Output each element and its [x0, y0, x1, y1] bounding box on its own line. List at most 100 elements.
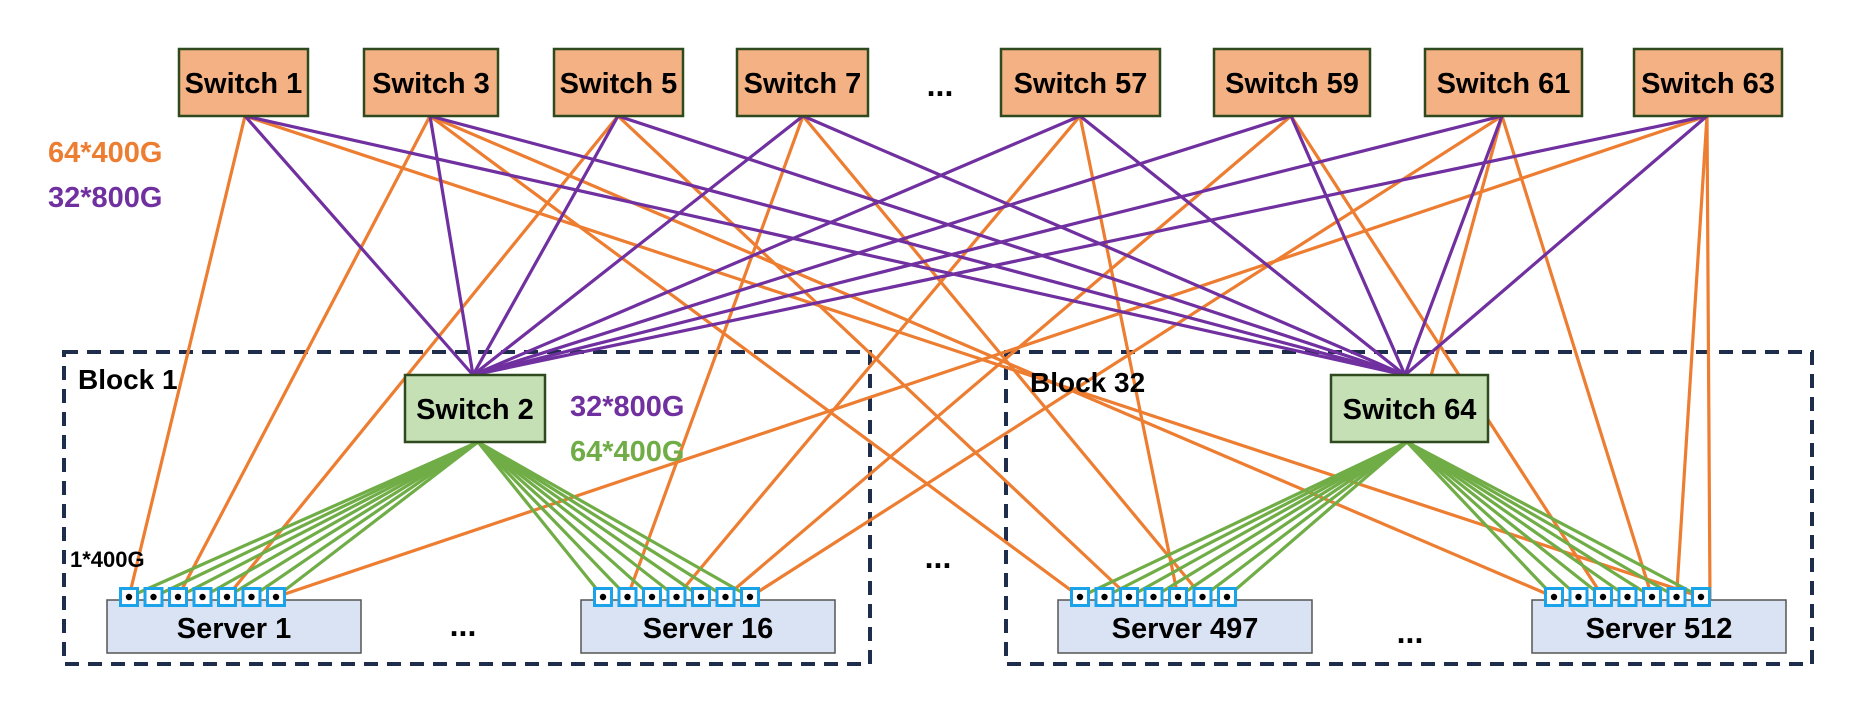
server-port-dot — [1101, 593, 1108, 601]
server-port-dot — [199, 593, 206, 601]
spine-leaf-link — [471, 114, 1504, 377]
server-port-dot — [673, 593, 680, 601]
server-497-label: Server 497 — [1112, 613, 1259, 645]
spine-server-link — [274, 114, 1709, 599]
server-port-dot — [648, 593, 656, 601]
spine-server-link — [616, 114, 1131, 599]
server-port-dot — [1199, 593, 1206, 601]
server-port-dot — [1575, 593, 1582, 601]
spine-switch-57-label: Switch 57 — [1014, 68, 1148, 100]
leaf-server-link — [1405, 440, 1630, 599]
server-497: Server 497 — [1057, 599, 1313, 654]
spine-switch-5: Switch 5 — [552, 47, 685, 118]
server-512: Server 512 — [1531, 599, 1787, 654]
leaf-server-link — [1225, 440, 1409, 599]
spine-ellipsis: ... — [927, 67, 954, 103]
port-speed-label: 1*400G — [70, 547, 145, 572]
leaf-server-link — [249, 440, 480, 599]
leaf-server-link — [225, 440, 480, 599]
server-16: Server 16 — [580, 599, 836, 654]
server-512-label: Server 512 — [1586, 613, 1733, 645]
server-port-dot — [150, 593, 157, 601]
spine-server-link — [801, 114, 1205, 599]
spine-server-link — [1705, 114, 1712, 602]
server-port-dot — [1125, 593, 1133, 601]
server-port-dot — [746, 593, 754, 601]
spine-leaf-link — [1289, 114, 1407, 377]
server-1: Server 1 — [106, 599, 362, 654]
spine-leaf-link — [471, 114, 1293, 377]
spine-leaf-link — [801, 114, 1407, 377]
leaf-server-link — [1405, 440, 1556, 599]
block-32-title: Block 32 — [1030, 367, 1145, 398]
server-port-dot — [1150, 593, 1157, 601]
leaf-server-link — [476, 440, 679, 599]
spine-leaf-link — [1078, 114, 1407, 377]
server-port-dot — [248, 593, 255, 601]
spine-server-link — [625, 114, 805, 599]
leaf-server-link — [1151, 440, 1409, 599]
spine-leaf-link — [1403, 114, 1709, 377]
server-port-dot — [1624, 593, 1631, 601]
spine-switch-3-label: Switch 3 — [372, 68, 490, 100]
spine-leaf-link — [1403, 114, 1504, 377]
leaf-server-link — [476, 440, 703, 599]
server-port-dot — [125, 593, 133, 601]
leaf-server-link — [1102, 440, 1409, 599]
leaf-server-link — [200, 440, 480, 599]
leaf-server-link — [476, 440, 728, 599]
spine-switch-3: Switch 3 — [362, 47, 500, 118]
spine-switch-5-label: Switch 5 — [560, 68, 678, 100]
leaf-switch-64: Switch 64 — [1329, 373, 1490, 444]
spine-switch-61: Switch 61 — [1423, 47, 1584, 118]
server-port-dot — [174, 593, 182, 601]
spine-switch-7-label: Switch 7 — [744, 68, 862, 100]
server-port-dot — [223, 593, 231, 601]
spine-switch-1: Switch 1 — [177, 47, 310, 118]
leaf-server-link — [476, 440, 630, 599]
spine-server-link — [428, 114, 1082, 599]
server-port-dot — [722, 593, 729, 601]
leaf-switch-2-label: Switch 2 — [416, 394, 534, 426]
spine-switch-1-label: Switch 1 — [185, 68, 303, 100]
server-port-dot — [624, 593, 631, 601]
green-links — [127, 440, 1703, 599]
leaf-server-link — [1405, 440, 1679, 599]
leaf-switch-2: Switch 2 — [403, 373, 547, 444]
server-port-dot — [1076, 593, 1084, 601]
legend-orange-label: 64*400G — [48, 137, 163, 169]
spine-server-link — [674, 114, 1082, 599]
spine-leaf-link — [428, 114, 1407, 377]
server-port-dot — [1174, 593, 1182, 601]
server-port-dot — [599, 593, 607, 601]
leaf-server-link — [1078, 440, 1409, 599]
spine-switch-59-label: Switch 59 — [1225, 68, 1359, 100]
spine-server-link — [748, 114, 1504, 599]
server-ports — [119, 587, 1711, 607]
spine-leaf-link — [471, 114, 620, 377]
block-1-title: Block 1 — [78, 364, 178, 395]
server-port-dot — [272, 593, 280, 601]
orange-links — [127, 114, 1712, 602]
spine-switch-61-label: Switch 61 — [1437, 68, 1571, 100]
server-port-dot — [1599, 593, 1607, 601]
spine-leaf-link — [428, 114, 475, 377]
leaf-server-link — [476, 440, 605, 599]
spine-server-link — [127, 114, 247, 599]
server-port-dot — [697, 593, 705, 601]
spine-switch-63: Switch 63 — [1632, 47, 1784, 118]
block-1-server-ellipsis: ... — [450, 607, 477, 643]
leaf-server-link — [1405, 440, 1581, 599]
server-1-label: Server 1 — [177, 613, 292, 645]
spine-switch-59: Switch 59 — [1212, 47, 1372, 118]
server-port-dot — [1648, 593, 1656, 601]
leaf-purple-label: 32*800G — [570, 391, 685, 423]
leaf-server-link — [476, 440, 654, 599]
spine-leaf-link — [471, 114, 1709, 377]
spine-server-link — [723, 114, 1293, 599]
spine-switch-7: Switch 7 — [735, 47, 870, 118]
server-port-dot — [1673, 593, 1680, 601]
spine-server-link — [176, 114, 432, 599]
block-32-server-ellipsis: ... — [1397, 614, 1424, 650]
